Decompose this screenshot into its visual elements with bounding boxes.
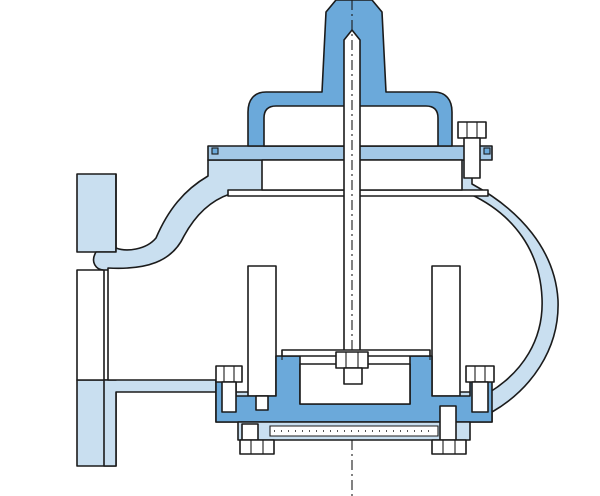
guide-post-left [247, 265, 277, 397]
screen-mesh [269, 425, 439, 437]
bottom-bolt-left-head [239, 439, 275, 455]
set-screw-left [255, 395, 269, 411]
cover-seal-right [483, 147, 491, 155]
stem-nut-lower [343, 367, 363, 385]
cover-bolt-head-right [457, 121, 487, 139]
guide-post-right [431, 265, 461, 397]
body-bolt-shank-right [471, 381, 489, 413]
bonnet-neck [261, 159, 463, 191]
valve-stem [343, 29, 361, 353]
bottom-bolt-right-head [431, 439, 467, 455]
body-bolt-head-left [215, 365, 243, 383]
flange-face [76, 269, 105, 381]
body-bolt-head-right [465, 365, 495, 383]
cover-seal-left [211, 147, 219, 155]
cover-bolt-shank-right [463, 137, 481, 179]
stem-nut [335, 351, 369, 369]
bottom-bolt-left-top [241, 423, 259, 441]
body-bolt-shank-left [221, 381, 237, 413]
inlet-flange [76, 173, 117, 253]
bottom-bolt-right-top [439, 405, 457, 441]
